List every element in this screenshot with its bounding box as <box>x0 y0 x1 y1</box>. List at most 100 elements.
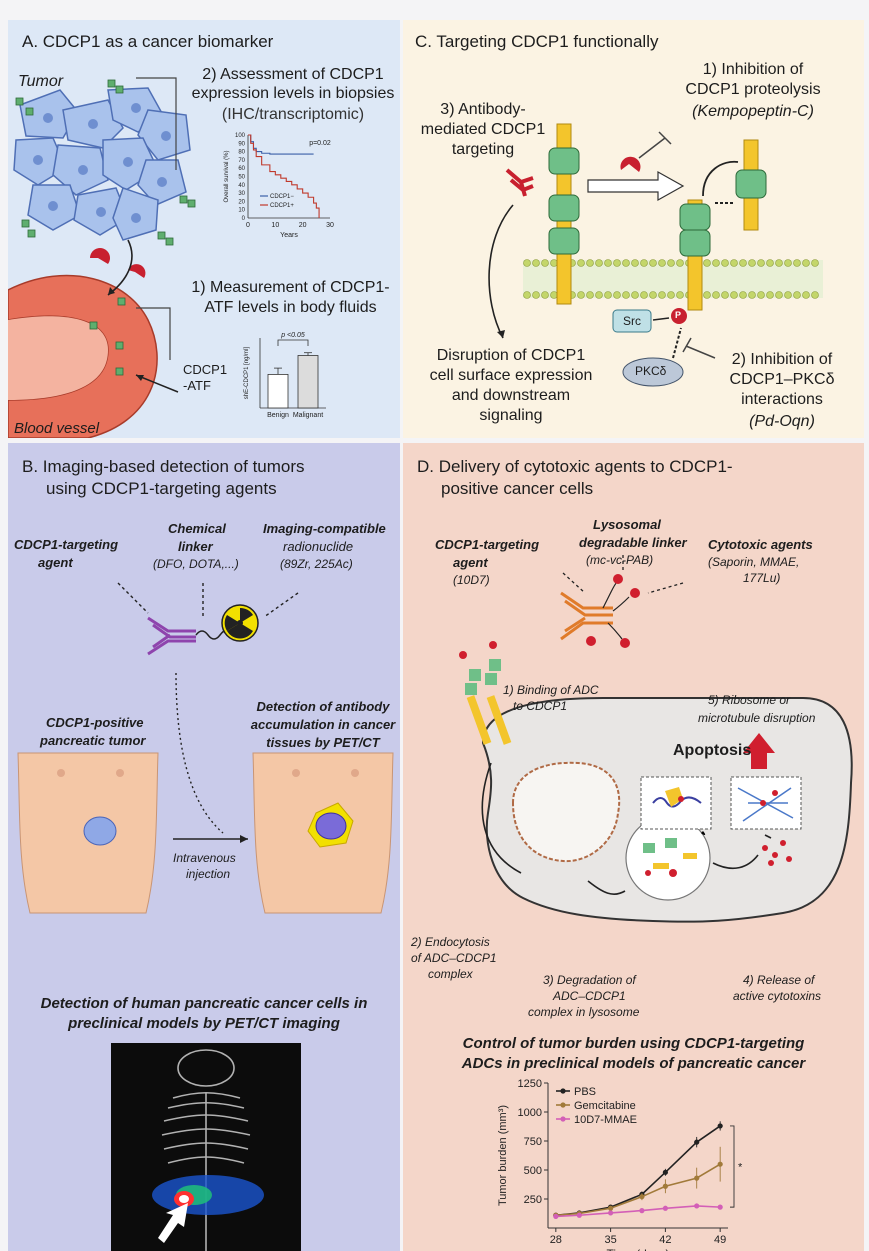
radio-label-2: radionuclide <box>283 539 354 554</box>
lyso-label-2: degradable linker <box>579 535 687 550</box>
lipid-head <box>811 259 819 267</box>
panel-b-imaging: B. Imaging-based detection of tumors usi… <box>8 443 400 1251</box>
tb-data-point <box>662 1205 668 1211</box>
bar-category-label: Malignant <box>293 412 323 419</box>
atf-label-1: CDCP1 <box>183 362 228 377</box>
lipid-head <box>586 259 594 267</box>
inh1-line2: CDCP1 proteolysis <box>685 81 821 98</box>
lysosome-debris <box>643 838 697 877</box>
km-series-line <box>248 134 314 155</box>
lipid-head <box>631 259 639 267</box>
degr-label-1: 3) Degradation of <box>543 973 636 987</box>
pet-ct-scan-image <box>111 1043 301 1251</box>
tb-legend-label: Gemcitabine <box>574 1100 636 1112</box>
panel-b-title-2: using CDCP1-targeting agents <box>46 479 277 498</box>
tumor-to-vessel-arrow <box>107 239 133 296</box>
tumor-bracket <box>136 77 177 170</box>
tumor-cell-nuclei <box>33 103 171 223</box>
km-series-line <box>248 134 320 218</box>
inh1-line3: (Kempopeptin-C) <box>692 103 814 120</box>
bound-adc-receptors <box>459 641 512 745</box>
panel-d-illustration: 2835424925050075010001250Time (days)Tumo… <box>459 555 853 1251</box>
lipid-head <box>622 291 630 299</box>
tb-data-point <box>717 1204 723 1210</box>
lipid-head <box>541 291 549 299</box>
adc-linkers <box>602 581 630 640</box>
lipid-head <box>676 259 684 267</box>
tb-x-axis-label: Time (days) <box>607 1247 670 1251</box>
inh2-line4: (Pd-Oqn) <box>749 413 815 430</box>
blood-vessel-label: Blood vessel <box>14 420 100 437</box>
tb-data-point <box>639 1208 645 1214</box>
tb-data-point <box>608 1205 614 1211</box>
km-y-tick-label: 100 <box>235 133 246 139</box>
tb-y-tick-label: 750 <box>524 1136 542 1148</box>
km-legend-label: CDCP1+ <box>270 203 294 209</box>
lipid-head <box>640 291 648 299</box>
km-p-value: p=0.02 <box>309 140 331 147</box>
lipid-head <box>667 291 675 299</box>
step1-line2: ATF levels in body fluids <box>204 299 377 316</box>
endo-label-1: 2) Endocytosis <box>411 935 490 949</box>
pkc-label: PKCδ <box>635 364 667 378</box>
degr-label-2: ADC–CDCP1 <box>553 989 626 1003</box>
release-label-1: 4) Release of <box>743 973 815 987</box>
inh2-line1: 2) Inhibition of <box>731 351 833 368</box>
panel-c-title: C. Targeting CDCP1 functionally <box>415 32 659 51</box>
adc-antibody-icon <box>560 591 613 641</box>
bar-category-label: Benign <box>267 412 289 419</box>
km-y-tick-label: 60 <box>238 166 245 172</box>
lipid-head <box>748 259 756 267</box>
shedding-arrow <box>702 160 739 197</box>
imaging-antibody-icon <box>147 616 196 656</box>
atf-label-2: -ATF <box>183 378 211 393</box>
tumor-burden-chart: 2835424925050075010001250Time (days)Tumo… <box>497 1078 743 1251</box>
inh1-line1: 1) Inhibition of <box>702 61 804 78</box>
disrupt-line1: Disruption of CDCP1 <box>436 347 586 364</box>
degr-label-3: complex in lysosome <box>528 1005 640 1019</box>
lipid-head <box>613 259 621 267</box>
atf-pointer-arrow <box>135 374 179 393</box>
km-y-tick-label: 30 <box>238 191 245 197</box>
pkc-ellipse <box>622 357 684 387</box>
radio-pointer <box>263 592 299 618</box>
linker-label-3: (DFO, DOTA,...) <box>153 557 239 571</box>
tb-data-point <box>639 1194 645 1200</box>
patient-body-right <box>252 752 394 914</box>
src-p-arrow <box>652 317 670 321</box>
tb-legend-marker <box>560 1088 566 1094</box>
lipid-head <box>622 259 630 267</box>
cyto-label-2: (Saporin, MMAE, <box>708 555 800 569</box>
kempopeptin-protease-icon <box>620 156 641 172</box>
tb-legend-marker <box>560 1102 566 1108</box>
proteolysis-arrow <box>587 170 685 202</box>
tb-data-point <box>553 1213 559 1219</box>
lipid-head <box>721 291 729 299</box>
apoptosis-arrow <box>743 733 775 769</box>
tb-legend-marker <box>560 1116 566 1122</box>
km-legend-label: CDCP1− <box>270 194 294 200</box>
vessel-bracket <box>136 307 171 360</box>
bar-benign <box>267 373 289 409</box>
panel-d-title-2: positive cancer cells <box>441 479 594 498</box>
lipid-head <box>793 291 801 299</box>
injection-dotted <box>175 672 224 834</box>
lipid-head <box>775 291 783 299</box>
apoptosis-label: Apoptosis <box>673 742 752 759</box>
lipid-head <box>586 291 594 299</box>
lipid-head <box>631 291 639 299</box>
lipid-head <box>577 259 585 267</box>
ab-line2: mediated CDCP1 <box>420 121 546 138</box>
km-x-tick-label: 30 <box>326 222 334 229</box>
lipid-head <box>658 259 666 267</box>
tb-x-tick-label: 42 <box>659 1234 671 1246</box>
lipid-head <box>802 291 810 299</box>
cdcp1-receptor-cleaved <box>679 199 711 311</box>
detect-label-3: tissues by PET/CT <box>266 735 380 750</box>
control-caption-2: ADCs in preclinical models of pancreatic… <box>461 1055 806 1072</box>
lipid-head <box>703 291 711 299</box>
protease-icon-2 <box>128 264 146 278</box>
tumor-label-1: CDCP1-positive <box>46 715 144 730</box>
panel-b-title-1: B. Imaging-based detection of tumors <box>22 457 305 476</box>
